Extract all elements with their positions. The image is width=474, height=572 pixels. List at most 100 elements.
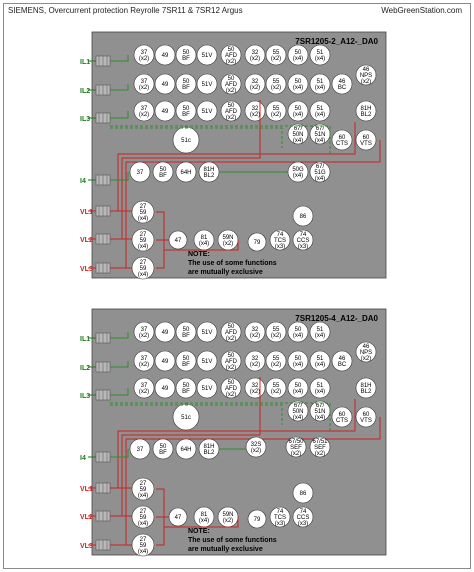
- function-label: 51N: [314, 409, 325, 415]
- ct-symbol: [95, 55, 111, 67]
- function-circle-shape: [309, 436, 331, 458]
- function-label: 50N: [292, 409, 303, 415]
- function-circle-shape: [309, 100, 331, 122]
- function-circle: 32(x2): [244, 73, 266, 95]
- function-label: 47: [175, 515, 182, 521]
- function-label: (x4): [315, 415, 325, 421]
- function-circle: 55(x2): [265, 350, 287, 372]
- function-label: (x2): [315, 451, 325, 457]
- input-label-il1: IL1: [80, 59, 90, 66]
- function-circle-shape: [244, 350, 266, 372]
- wire: [125, 140, 381, 268]
- function-label: 81: [201, 235, 208, 241]
- function-circle-shape: [247, 232, 267, 252]
- function-circle-shape: [133, 321, 155, 343]
- function-label: BF: [182, 389, 190, 395]
- function-label: 74: [277, 232, 284, 238]
- function-label: 50: [295, 327, 302, 333]
- input-label-il2: IL2: [80, 88, 90, 95]
- function-circle-shape: [131, 505, 155, 529]
- function-label: 67/: [316, 164, 325, 170]
- function-circle-shape: [154, 100, 176, 122]
- function-circle-shape: [154, 73, 176, 95]
- function-circle-shape: [265, 44, 287, 66]
- function-circle-shape: [331, 350, 353, 372]
- note-line: The use of some functions: [188, 260, 277, 267]
- function-circle-shape: [220, 350, 242, 372]
- function-circle-shape: [133, 377, 155, 399]
- function-label: 46: [339, 79, 346, 85]
- function-label: 37: [137, 447, 144, 453]
- function-label: 51: [317, 383, 324, 389]
- wire: [117, 122, 356, 211]
- function-circle: 59N(x2): [217, 229, 239, 251]
- function-circle: 67/51G(x4): [309, 161, 331, 183]
- function-circle-shape: [133, 73, 155, 95]
- function-circle-shape: [196, 350, 218, 372]
- function-circle: 51V: [196, 377, 218, 399]
- input-label-il3: IL3: [80, 393, 90, 400]
- function-label: BL2: [204, 173, 215, 179]
- wire: [110, 404, 283, 425]
- function-circle-shape: [292, 229, 314, 251]
- function-label: (x2): [250, 112, 260, 118]
- function-label: 55: [273, 50, 280, 56]
- function-label: 60: [339, 135, 346, 141]
- function-label: 59: [140, 543, 147, 549]
- note-line: are mutually exclusive: [188, 269, 263, 276]
- function-label: 50N: [292, 132, 303, 138]
- function-circle: 32(x2): [244, 44, 266, 66]
- function-label: 46: [339, 356, 346, 362]
- function-label: (x4): [315, 362, 325, 368]
- function-circle-shape: [331, 73, 353, 95]
- function-circle: 50(x4): [287, 44, 309, 66]
- ct-symbol: [95, 451, 111, 463]
- function-label: BL2: [361, 112, 372, 118]
- function-circle: 32(x2): [244, 377, 266, 399]
- function-circle-shape: [247, 509, 267, 529]
- function-label: 32: [252, 327, 259, 333]
- function-circle-shape: [287, 123, 309, 145]
- function-label: 50: [295, 50, 302, 56]
- function-label: (x2): [139, 362, 149, 368]
- ct-symbol: [95, 205, 111, 217]
- function-label: 55: [273, 383, 280, 389]
- function-label: BL2: [361, 389, 372, 395]
- function-circle-shape: [309, 321, 331, 343]
- function-circle: 32(x2): [244, 350, 266, 372]
- function-label: 51V: [202, 82, 213, 88]
- function-label: (x4): [138, 272, 148, 278]
- function-label: 86: [300, 491, 307, 497]
- note-title: NOTE:: [188, 251, 210, 258]
- wire: [163, 240, 239, 251]
- function-circle-shape: [168, 230, 188, 250]
- function-label: CCS: [297, 238, 310, 244]
- function-label: (x2): [139, 56, 149, 62]
- function-circle: 37(x2): [133, 321, 155, 343]
- function-circle-shape: [355, 129, 377, 151]
- function-label: BF: [182, 112, 190, 118]
- function-circle-shape: [175, 100, 197, 122]
- function-label: 50: [295, 79, 302, 85]
- function-label: (x4): [293, 415, 303, 421]
- input-label-il3: IL3: [80, 116, 90, 123]
- function-circle: 79: [247, 232, 267, 252]
- function-circle: 51V: [196, 73, 218, 95]
- function-circle: 55(x2): [265, 321, 287, 343]
- function-label: (x4): [293, 112, 303, 118]
- function-label: 27: [140, 232, 147, 238]
- function-circle: 47: [168, 230, 188, 250]
- function-circle: 50(x4): [287, 73, 309, 95]
- ct-symbol: [95, 389, 111, 401]
- function-label: 51V: [202, 330, 213, 336]
- input-label-vl3: VL3: [80, 266, 93, 273]
